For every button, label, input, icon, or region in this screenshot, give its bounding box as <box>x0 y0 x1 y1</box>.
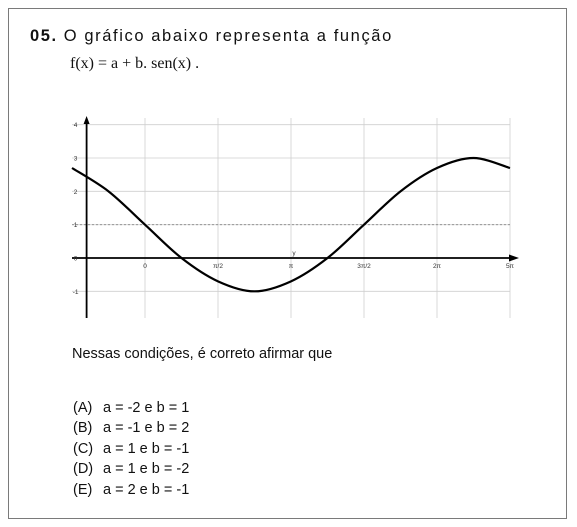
function-formula: f(x) = a + b. sen(x) . <box>70 55 200 72</box>
option-b[interactable]: (B) a = -1 e b = 2 <box>73 418 189 438</box>
option-letter: (C) <box>73 440 94 457</box>
y-tick-label: 4 <box>74 122 78 129</box>
y-axis-arrow <box>83 116 90 124</box>
x-axis-arrow <box>509 254 519 262</box>
option-a[interactable]: (A) a = -2 e b = 1 <box>73 398 189 418</box>
y-tick-label: -1 <box>73 289 79 296</box>
option-e[interactable]: (E) a = 2 e b = -1 <box>73 480 189 500</box>
x-axis-label: y <box>292 250 296 257</box>
option-text: a = 2 e b = -1 <box>103 481 190 498</box>
x-tick-label: π <box>289 263 294 270</box>
x-tick-label: 3π/2 <box>357 263 371 270</box>
y-tick-label: 1 <box>74 222 78 229</box>
y-tick-label: 2 <box>74 189 78 196</box>
function-graph: 4 3 2 1 0 -1 0 π/2 π 3π/2 2π 5π y <box>71 116 519 318</box>
y-tick-label: 0 <box>74 256 78 263</box>
question-text: O gráfico abaixo representa a função <box>63 27 393 45</box>
option-letter: (D) <box>73 461 94 478</box>
question-number: 05. <box>30 27 58 45</box>
x-tick-label: 2π <box>433 263 442 270</box>
option-c[interactable]: (C) a = 1 e b = -1 <box>73 439 189 459</box>
question-prompt: Nessas condições, é correto afirmar que <box>72 346 333 362</box>
option-text: a = -2 e b = 1 <box>103 400 190 416</box>
question-header: 05. O gráfico abaixo representa a função <box>30 27 393 46</box>
question-frame <box>8 8 567 519</box>
x-tick-label: 0 <box>143 263 147 270</box>
option-letter: (E) <box>73 481 93 498</box>
x-tick-label: 5π <box>506 263 515 270</box>
function-curve <box>71 156 511 293</box>
option-text: a = -1 e b = 2 <box>103 420 190 437</box>
x-tick-label: π/2 <box>213 263 223 270</box>
option-letter: (A) <box>73 400 93 416</box>
option-text: a = 1 e b = -2 <box>103 461 190 478</box>
option-letter: (B) <box>73 420 93 437</box>
answer-options: (A) a = -2 e b = 1 (B) a = -1 e b = 2 (C) a… <box>73 398 189 500</box>
y-tick-label: 3 <box>74 156 78 163</box>
option-d[interactable]: (D) a = 1 e b = -2 <box>73 459 189 479</box>
option-text: a = 1 e b = -1 <box>103 440 190 457</box>
